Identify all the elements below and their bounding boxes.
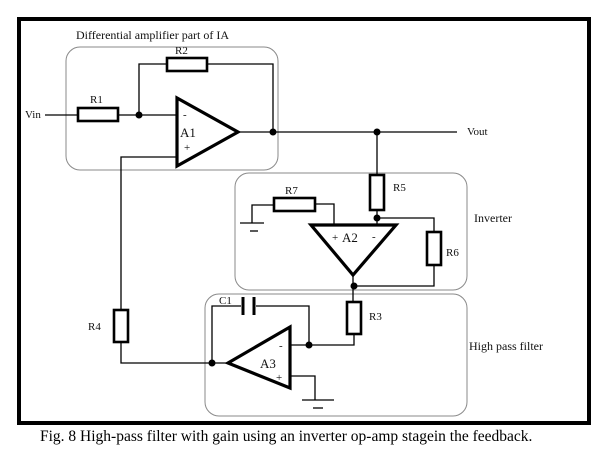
a2-plus-pin: + xyxy=(332,232,338,244)
r1-label: R1 xyxy=(90,94,103,106)
ground-icon xyxy=(302,399,334,409)
resistor-r4 xyxy=(112,308,130,344)
resistor-r1 xyxy=(76,106,120,123)
group-high-pass-filter xyxy=(204,293,468,417)
c1-label: C1 xyxy=(219,295,232,307)
resistor-r3 xyxy=(345,300,363,336)
a2-minus-pin: - xyxy=(372,231,376,243)
label-differential-amplifier: Differential amplifier part of IA xyxy=(76,28,229,42)
a3-minus-pin: - xyxy=(279,340,283,352)
label-high-pass-filter: High pass filter xyxy=(469,339,543,353)
resistor-r2 xyxy=(165,56,209,73)
opamp-a2 xyxy=(307,223,400,278)
r4-label: R4 xyxy=(88,321,101,333)
group-differential-amplifier xyxy=(65,46,279,171)
node-dot xyxy=(208,359,216,367)
ground-icon xyxy=(240,222,264,232)
r3-label: R3 xyxy=(369,311,382,323)
opamp-a3 xyxy=(224,324,292,391)
group-inverter xyxy=(234,172,468,291)
label-inverter: Inverter xyxy=(474,211,512,225)
r5-label: R5 xyxy=(393,182,406,194)
resistor-r7 xyxy=(272,196,317,213)
vin-terminal: Vin xyxy=(25,109,41,121)
a1-plus-pin: + xyxy=(184,142,190,154)
node-dot xyxy=(269,128,277,136)
a1-label: A1 xyxy=(180,125,196,140)
vin-label: Vin xyxy=(25,109,41,121)
capacitor-c1 xyxy=(241,297,256,315)
r6-label: R6 xyxy=(446,247,459,259)
a3-plus-pin: + xyxy=(276,372,282,384)
figure-frame xyxy=(17,17,591,425)
r2-label: R2 xyxy=(175,45,188,57)
vout-label: Vout xyxy=(467,126,488,138)
opamp-a1 xyxy=(175,95,242,169)
resistor-r5 xyxy=(368,173,386,212)
a3-label: A3 xyxy=(260,356,276,371)
node-dot xyxy=(350,282,358,290)
a1-minus-pin: - xyxy=(183,109,187,121)
a2-label: A2 xyxy=(342,230,358,245)
r7-label: R7 xyxy=(285,185,298,197)
resistor-r6 xyxy=(425,230,443,267)
figure-caption: Fig. 8 High-pass filter with gain using … xyxy=(40,428,533,445)
